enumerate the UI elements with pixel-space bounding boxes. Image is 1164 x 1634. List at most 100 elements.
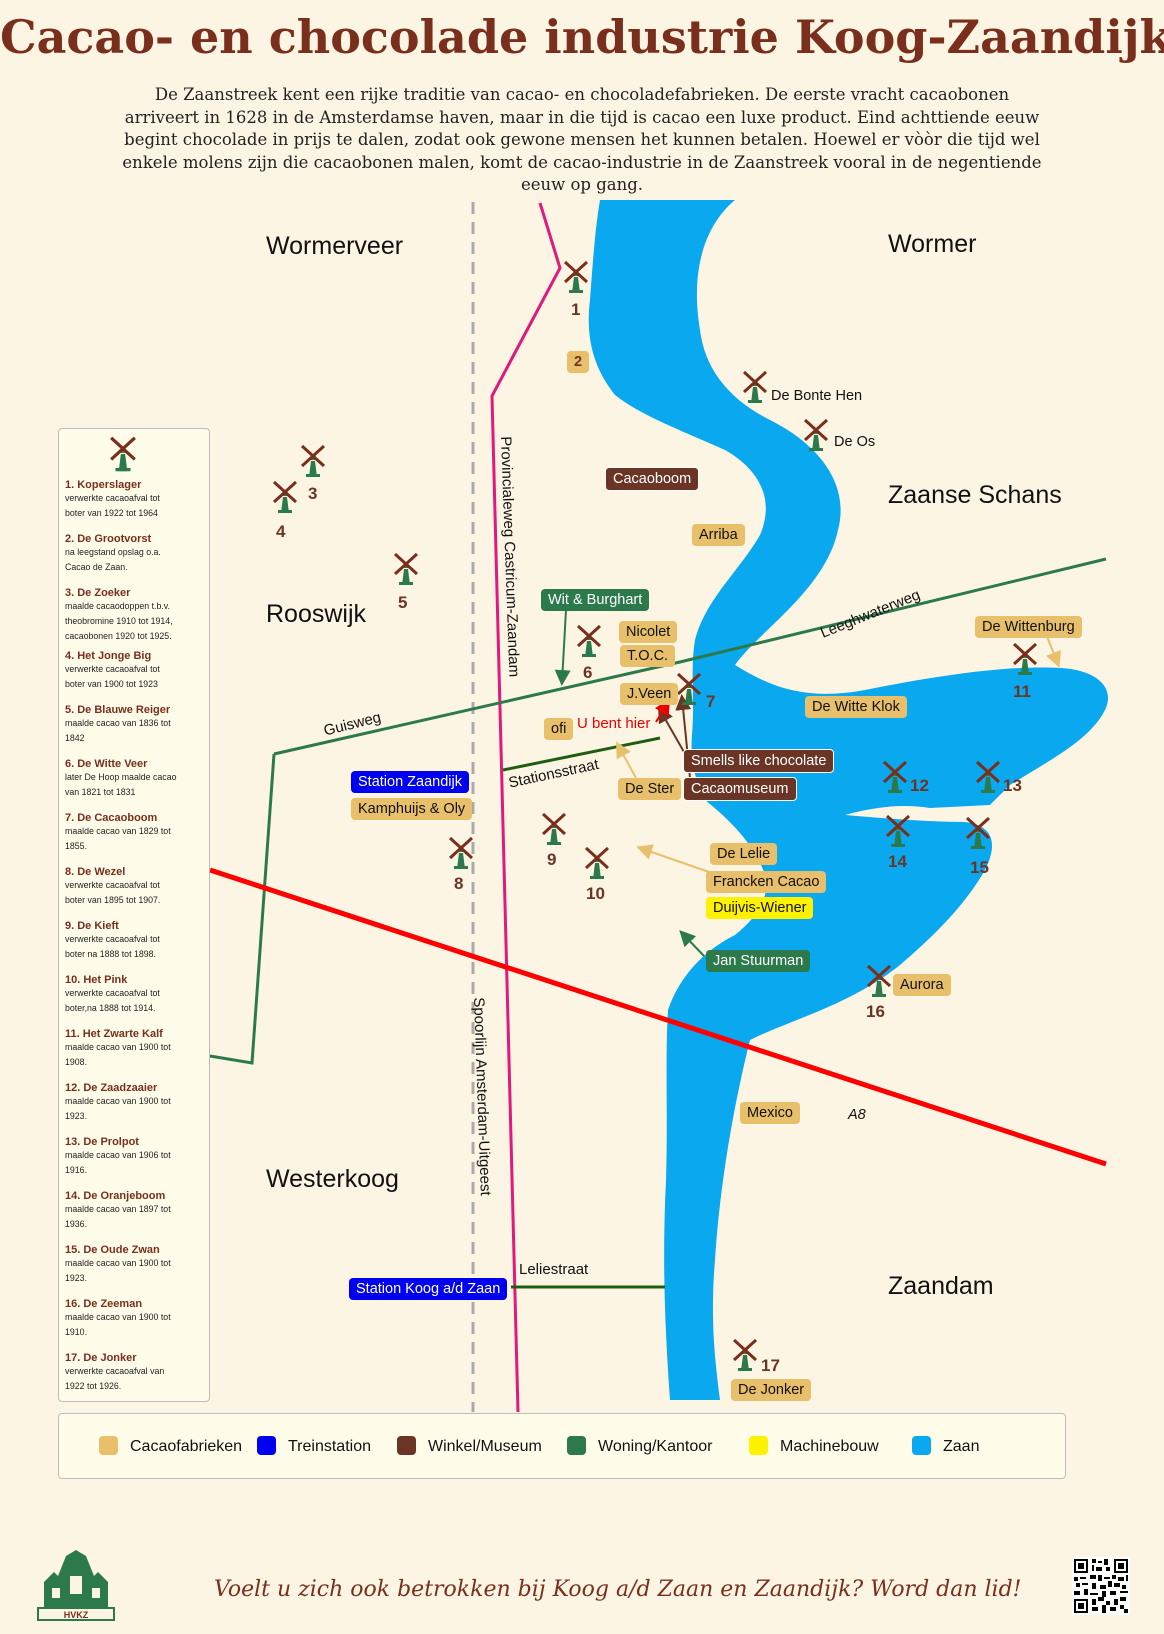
- guisweg-west-road: [209, 753, 276, 1065]
- mill-list-desc: boter,na 1888 tot 1914.: [65, 1003, 156, 1013]
- mill-list-item: 3. De Zoeker maalde cacaodoppen t.b.v. the…: [65, 587, 205, 644]
- windmill-icon-14: [885, 814, 911, 848]
- label-duijvis-wiener: Duijvis-Wiener: [706, 897, 814, 919]
- mill-list-desc: 1923.: [65, 1273, 88, 1283]
- mill-number-11: 11: [1013, 682, 1031, 701]
- windmill-icon-5: [393, 552, 419, 586]
- label-toc: T.O.C.: [620, 645, 676, 667]
- mill-list-desc: 1855.: [65, 841, 88, 851]
- windmill-icon-1: [563, 260, 589, 294]
- label-smells-like-chocolate: Smells like chocolate: [683, 749, 835, 773]
- label-de-witte-klok: De Witte Klok: [805, 696, 907, 718]
- mill-list-desc: maalde cacao van 1836 tot: [65, 718, 171, 728]
- a8-highway: [209, 867, 1107, 1167]
- label-jan-stuurman: Jan Stuurman: [706, 950, 811, 972]
- footer-callout: Voelt u zich ook betrokken bij Koog a/d …: [214, 1577, 1022, 1602]
- place-westerkoog: Westerkoog: [266, 1165, 399, 1193]
- mill-list-item: 7. De Cacaoboom maalde cacao van 1829 tot…: [65, 812, 205, 854]
- windmill-icon: [109, 435, 137, 473]
- mill-list-name: 10. Het Pink: [65, 974, 128, 986]
- mill-list-desc: maalde cacaodoppen t.b.v.: [65, 601, 170, 611]
- mill-list-desc: boter van 1900 tot 1923: [65, 679, 158, 689]
- windmill-icon-8: [448, 836, 474, 870]
- mill-list-item: 6. De Witte Veer later De Hoop maalde cac…: [65, 758, 205, 800]
- label-francken-cacao: Francken Cacao: [706, 871, 827, 893]
- label-arriba: Arriba: [692, 524, 745, 546]
- mill-list-name: 12. De Zaadzaaier: [65, 1082, 158, 1094]
- place-wormer: Wormer: [888, 230, 977, 258]
- label-de-os: De Os: [834, 434, 876, 450]
- mill-list-desc: verwerkte cacaoafval tot: [65, 664, 160, 674]
- windmill-icon-15: [965, 816, 991, 850]
- label-ofi: ofi: [544, 718, 574, 740]
- windmill-icon-11: [1012, 642, 1038, 676]
- windmill-icon-3: [300, 444, 326, 478]
- mill-list-name: 9. De Kieft: [65, 920, 119, 932]
- stationsstraat-road: [502, 736, 661, 772]
- mill-list-name: 6. De Witte Veer: [65, 758, 148, 770]
- place-rooswijk: Rooswijk: [266, 600, 367, 628]
- arrow-de-ster: [616, 741, 637, 779]
- mill-list-desc: maalde cacao van 1900 tot: [65, 1042, 171, 1052]
- mill-list-desc: boter van 1895 tot 1907.: [65, 895, 161, 905]
- mill-list-desc: maalde cacao van 1829 tot: [65, 826, 171, 836]
- label-nicolet: Nicolet: [619, 621, 678, 643]
- mill-list-desc: boter na 1888 tot 1898.: [65, 949, 156, 959]
- mill-list-desc: Cacao de Zaan.: [65, 562, 128, 572]
- mill-list-desc: verwerkte cacaoafval tot: [65, 493, 160, 503]
- mill-list-desc: 1916.: [65, 1165, 88, 1175]
- label-cacaoboom: Cacaoboom: [605, 467, 700, 491]
- label-de-bonte-hen: De Bonte Hen: [771, 388, 863, 404]
- guisweg-road: [273, 557, 1107, 756]
- label-de-ster: De Ster: [618, 778, 682, 800]
- legend-item-zaan: Zaan: [912, 1436, 979, 1456]
- mill-list-name: 13. De Prolpot: [65, 1136, 139, 1148]
- mill-list-desc: 1910.: [65, 1327, 88, 1337]
- mill-number-10: 10: [586, 884, 605, 903]
- mill-list-desc: maalde cacao van 1900 tot: [65, 1258, 171, 1268]
- mill-list-desc: verwerkte cacaoafval van: [65, 1366, 165, 1376]
- label-kamphuijs-oly: Kamphuijs & Oly: [351, 798, 473, 820]
- mill-list-name: 7. De Cacaoboom: [65, 812, 158, 824]
- windmill-icon-12: [882, 760, 908, 794]
- label-de-wittenburg: De Wittenburg: [975, 616, 1082, 638]
- mill-number-9: 9: [547, 850, 557, 869]
- mill-list-name: 3. De Zoeker: [65, 587, 131, 599]
- page-title: Cacao- en chocolade industrie Koog-Zaand…: [0, 10, 1164, 64]
- label-cacaomuseum: Cacaomuseum: [683, 777, 797, 801]
- hvkz-logo: HVKZ: [37, 1550, 115, 1621]
- legend-swatch: [397, 1436, 416, 1455]
- mill-number-6: 6: [583, 663, 593, 682]
- legend-swatch: [749, 1436, 768, 1455]
- mill-list-desc: verwerkte cacaoafval tot: [65, 988, 160, 998]
- mill-list-desc: maalde cacao van 1900 tot: [65, 1312, 171, 1322]
- mill-list-desc: 1936.: [65, 1219, 88, 1229]
- windmill-icon-17: [732, 1338, 758, 1372]
- mill-number-17: 17: [761, 1356, 780, 1375]
- label-wit-burghart: Wit & Burghart: [541, 589, 650, 611]
- arrow-wit-burghart: [554, 609, 571, 686]
- windmill-icon-7: [676, 672, 702, 706]
- legend-item-treinstation: Treinstation: [257, 1436, 371, 1456]
- mill-list-desc: verwerkte cacaoafval tot: [65, 880, 160, 890]
- mill-list-desc: theobromine 1910 tot 1914,: [65, 616, 173, 626]
- mill-list-desc: cacaobonen 1920 tot 1925.: [65, 631, 172, 641]
- label-de-jonker: De Jonker: [731, 1379, 812, 1401]
- mill-list-desc: later De Hoop maalde cacao: [65, 772, 177, 782]
- qr-code-icon[interactable]: [1072, 1557, 1130, 1615]
- label-de-lelie: De Lelie: [710, 843, 778, 865]
- mill-number-12: 12: [910, 776, 929, 795]
- river-zaan: [588, 200, 1108, 1400]
- provincialeweg-road: [490, 202, 562, 1413]
- mill-number-8: 8: [454, 874, 464, 893]
- legend-item-cacaofabrieken: Cacaofabrieken: [99, 1436, 242, 1456]
